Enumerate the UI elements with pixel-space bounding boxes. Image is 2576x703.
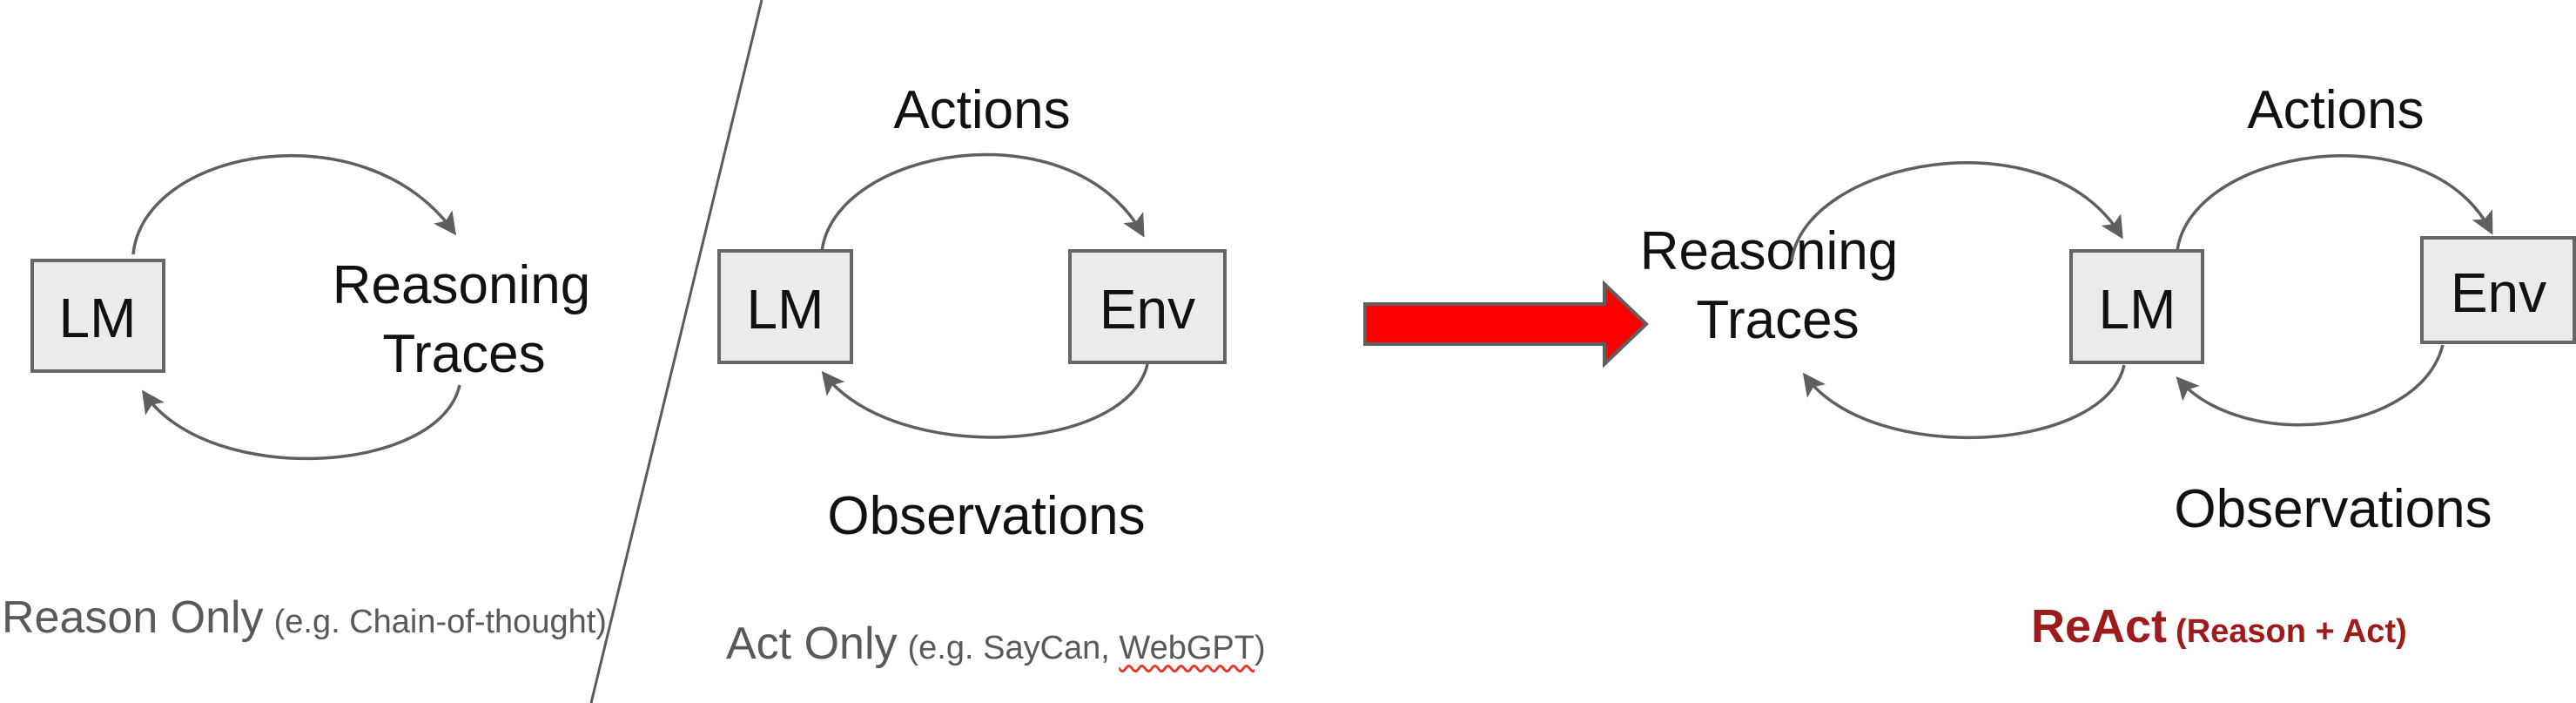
lm-box	[30, 259, 165, 373]
env-box	[1068, 249, 1227, 364]
arc-lm-to-env-actions	[820, 152, 1145, 253]
arc-reasoning-to-lm	[1790, 161, 2123, 262]
env-label: Env	[2451, 261, 2546, 324]
env-box	[2420, 236, 2576, 344]
lm-label: LM	[59, 287, 137, 349]
caption-act-only-title: Act Only	[726, 619, 898, 669]
lm-label: LM	[747, 278, 824, 341]
arc-lm-to-env-actions	[2176, 154, 2493, 252]
lm-box	[717, 249, 853, 364]
caption-reason-only: Reason Only(e.g. Chain-of-thought)	[2, 592, 607, 645]
reasoning-traces-label-line2: Traces	[382, 324, 545, 384]
caption-act-only-detail: (e.g. SayCan, WebGPT)	[908, 630, 1266, 666]
caption-react: ReAct(Reason + Act)	[2031, 599, 2407, 653]
arc-env-to-lm-observations	[2176, 344, 2445, 427]
reasoning-traces-label-line2: Traces	[1696, 290, 1859, 350]
arc-lm-to-reasoning	[131, 153, 457, 255]
arc-env-to-lm-observations	[821, 363, 1149, 439]
caption-react-detail: (Reason + Act)	[2176, 613, 2407, 650]
caption-reason-only-title: Reason Only	[2, 592, 264, 643]
panel-react: Reasoning Traces Actions LM Env Observat…	[1640, 80, 2576, 539]
arc-lm-to-traces	[1802, 364, 2126, 440]
caption-reason-only-detail: (e.g. Chain-of-thought)	[273, 604, 607, 640]
caption-act-only: Act Only(e.g. SayCan, WebGPT)	[726, 619, 1266, 671]
transform-arrow-icon	[1363, 280, 1649, 368]
caption-react-title: ReAct	[2031, 600, 2168, 652]
caption-act-only-webgpt: WebGPT	[1119, 630, 1254, 666]
caption-act-only-detail-suffix: )	[1254, 630, 1266, 666]
arc-traces-to-lm	[142, 384, 461, 461]
panel-reason-only: LM Reasoning Traces	[30, 153, 590, 461]
divider-line	[589, 0, 763, 703]
lm-label: LM	[2099, 278, 2176, 341]
panel-act-only: Actions LM Env Observations	[717, 80, 1227, 546]
observations-label: Observations	[2174, 479, 2492, 539]
actions-label: Actions	[893, 80, 1070, 140]
lm-box	[2069, 249, 2204, 364]
observations-label: Observations	[827, 486, 1145, 546]
env-label: Env	[1100, 278, 1195, 341]
caption-act-only-detail-prefix: (e.g. SayCan,	[907, 630, 1110, 666]
reasoning-traces-label-line1: Reasoning	[1640, 221, 1898, 281]
actions-label: Actions	[2247, 80, 2424, 140]
reasoning-traces-label-line1: Reasoning	[333, 255, 590, 315]
